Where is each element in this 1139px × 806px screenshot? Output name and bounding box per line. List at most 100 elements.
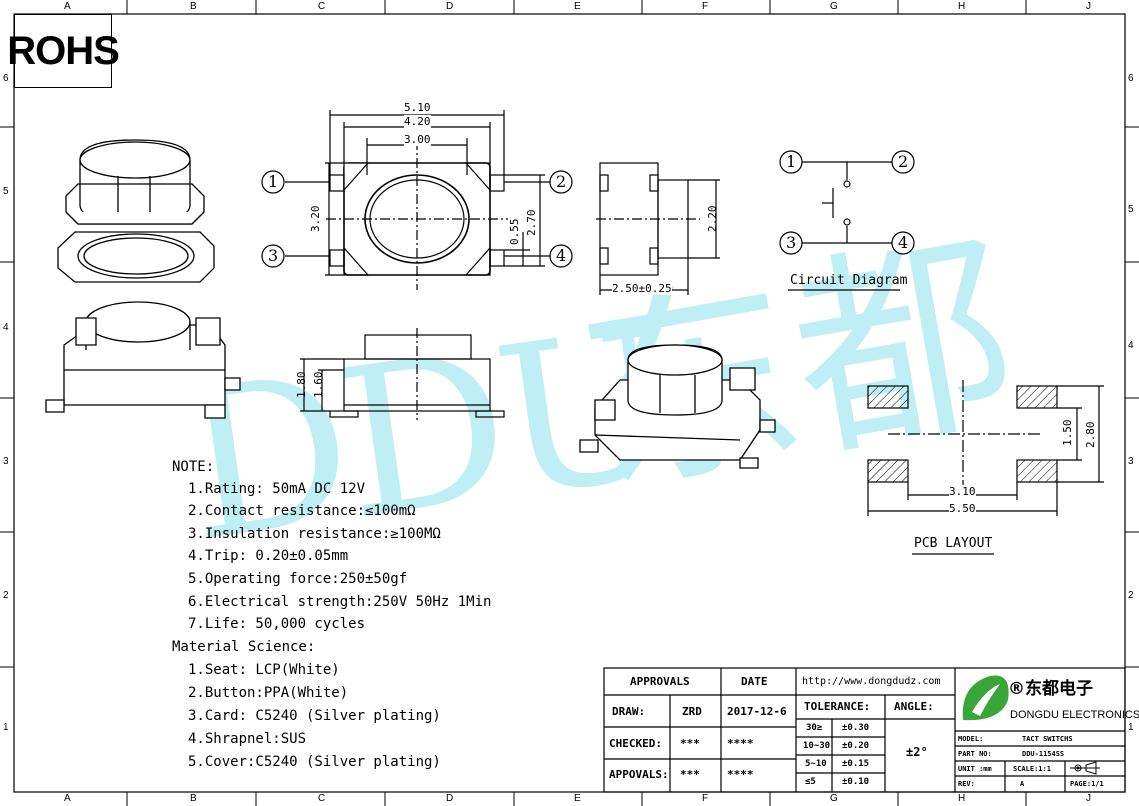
tb-appovals: APPOVALS: xyxy=(609,768,669,781)
note-item: 6.Electrical strength:250V 50Hz 1Min xyxy=(188,594,492,610)
note-item: 1.Rating: 50mA DC 12V xyxy=(188,481,366,497)
circuit-pin-4: 4 xyxy=(898,233,909,252)
grid-col-a-top: A xyxy=(64,1,71,12)
grid-col-e-bottom: E xyxy=(574,793,581,804)
dim-height-055: 0.55 xyxy=(508,218,521,246)
grid-row-4-right: 4 xyxy=(1128,340,1134,351)
tb-tol-value: ±0.20 xyxy=(842,741,870,751)
grid-row-2-left: 2 xyxy=(3,590,9,601)
tb-checked-by: *** xyxy=(680,737,700,750)
grid-col-g-top: G xyxy=(830,1,838,12)
grid-row-5-left: 5 xyxy=(3,186,9,197)
assembled-view xyxy=(579,344,776,469)
notes-heading: NOTE: xyxy=(172,459,215,475)
grid-row-5-right: 5 xyxy=(1128,204,1134,215)
material-item: 1.Seat: LCP(White) xyxy=(188,662,340,678)
note-item: 5.Operating force:250±50gf xyxy=(188,571,408,587)
grid-col-d-bottom: D xyxy=(446,793,454,804)
grid-col-h-bottom: H xyxy=(958,793,966,804)
tb-company-cn: ®东都电子 xyxy=(1008,679,1093,699)
dim-width-250: 2.50±0.25 xyxy=(612,282,672,295)
grid-row-1-right: 1 xyxy=(1128,722,1134,733)
dim-height-270: 2.70 xyxy=(525,209,538,237)
projection-symbol xyxy=(1070,761,1100,775)
grid-col-b-top: B xyxy=(190,1,197,12)
circuit-diagram xyxy=(779,150,915,291)
tb-unit-label: UNIT :mm xyxy=(958,765,992,773)
tb-model-label: MODEL: xyxy=(958,735,984,743)
grid-col-f-bottom: F xyxy=(702,793,709,804)
material-item: 3.Card: C5240 (Silver plating) xyxy=(188,708,441,724)
material-item: 5.Cover:C5240 (Silver plating) xyxy=(188,754,441,770)
side-view xyxy=(596,162,720,295)
material-item: 4.Shrapnel:SUS xyxy=(188,731,307,747)
dim-width-420: 4.20 xyxy=(404,115,431,128)
pin-2-label: 2 xyxy=(556,172,567,191)
tb-tol-range: ≤5 xyxy=(805,777,816,787)
note-item: 4.Trip: 0.20±0.05mm xyxy=(188,548,349,564)
tb-url[interactable]: http://www.dongdudz.com xyxy=(802,676,941,687)
pcb-layout-label: PCB LAYOUT xyxy=(914,536,993,551)
tb-part-value: DDU-1154SS xyxy=(1022,750,1065,758)
grid-row-4-left: 4 xyxy=(3,322,9,333)
pcb-dim-150: 1.50 xyxy=(1061,419,1074,447)
tb-angle-value: ±2° xyxy=(906,745,928,759)
grid-row-6-left: 6 xyxy=(3,73,9,84)
material-item: 2.Button:PPA(White) xyxy=(188,685,349,701)
front-view xyxy=(300,328,505,420)
pcb-layout xyxy=(867,380,1104,555)
pin-4-label: 4 xyxy=(556,246,567,265)
dim-height-160: 1.60 xyxy=(312,371,325,399)
sheet-border xyxy=(13,13,1126,793)
tb-approvals: APPROVALS xyxy=(630,675,690,688)
grid-col-f-top: F xyxy=(702,1,709,12)
title-block xyxy=(603,667,1126,793)
tb-rev-label: REV: xyxy=(958,780,975,788)
note-item: 7.Life: 50,000 cycles xyxy=(188,616,366,632)
rohs-badge: ROHS xyxy=(7,14,120,88)
tb-model-value: TACT SWITCHS xyxy=(1022,735,1073,743)
dim-height-320: 3.20 xyxy=(309,205,322,233)
pcb-dim-280: 2.80 xyxy=(1084,421,1097,449)
grid-row-2-right: 2 xyxy=(1128,590,1134,601)
grid-col-d-top: D xyxy=(446,1,454,12)
circuit-pin-1: 1 xyxy=(786,152,797,171)
grid-row-6-right: 6 xyxy=(1128,73,1134,84)
tb-date: DATE xyxy=(741,675,768,688)
grid-col-j-bottom: J xyxy=(1086,793,1091,804)
circuit-pin-2: 2 xyxy=(898,152,909,171)
grid-row-3-right: 3 xyxy=(1128,456,1134,467)
tb-tol-range: 5~10 xyxy=(805,759,827,769)
grid-row-3-left: 3 xyxy=(3,456,9,467)
tb-tol-range: 10~30 xyxy=(803,741,831,751)
grid-col-j-top: J xyxy=(1086,1,1091,12)
material-heading: Material Science: xyxy=(172,639,316,655)
tb-angle: ANGLE: xyxy=(894,700,934,713)
tb-appovals-by: *** xyxy=(680,768,700,781)
exploded-view xyxy=(45,139,241,419)
tb-tol-value: ±0.30 xyxy=(842,723,870,733)
pin-3-label: 3 xyxy=(268,246,279,265)
dim-height-180: 1.80 xyxy=(295,371,308,399)
grid-col-e-top: E xyxy=(574,1,581,12)
grid-col-c-bottom: C xyxy=(318,793,326,804)
tb-draw-date: 2017-12-6 xyxy=(727,705,787,718)
grid-col-c-top: C xyxy=(318,1,326,12)
tb-page-label: PAGE:1/1 xyxy=(1070,780,1104,788)
note-item: 2.Contact resistance:≤100mΩ xyxy=(188,503,416,519)
pcb-dim-550: 5.50 xyxy=(949,502,976,515)
tb-draw-by: ZRD xyxy=(682,705,702,718)
tb-part-label: PART NO: xyxy=(958,750,992,758)
tb-scale-label: SCALE:1:1 xyxy=(1013,765,1051,773)
company-logo xyxy=(962,675,1009,721)
grid-col-h-top: H xyxy=(958,1,966,12)
tb-appovals-date: **** xyxy=(727,768,754,781)
grid-col-a-bottom: A xyxy=(64,793,71,804)
grid-col-g-bottom: G xyxy=(830,793,838,804)
dim-height-220: 2.20 xyxy=(706,205,719,233)
grid-row-1-left: 1 xyxy=(3,722,9,733)
tb-draw: DRAW: xyxy=(612,705,646,718)
tb-checked: CHECKED: xyxy=(609,737,662,750)
